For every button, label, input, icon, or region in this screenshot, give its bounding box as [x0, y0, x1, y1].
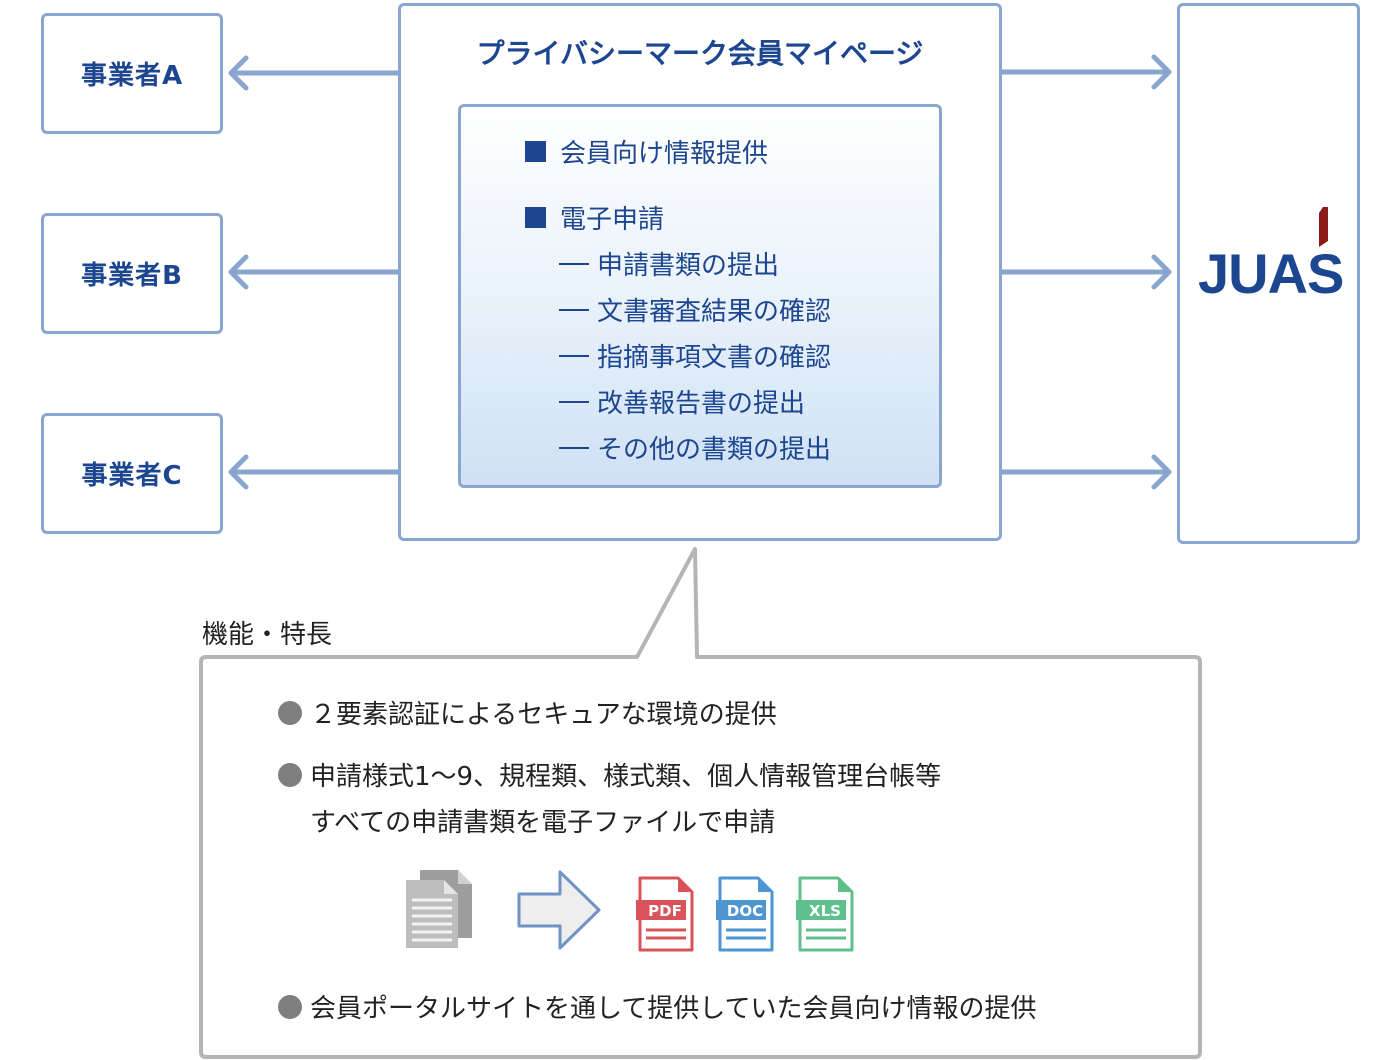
arrow-to-juas-middle	[999, 254, 1172, 290]
dash-icon	[559, 400, 589, 403]
portal-menu-panel: 会員向け情報提供 電子申請 申請書類の提出 文書審査結果の確認 指摘事項文書の確…	[458, 104, 942, 488]
square-bullet-icon	[525, 207, 546, 228]
business-a-box: 事業者A	[41, 13, 223, 134]
member-portal-box: プライバシーマーク会員マイページ 会員向け情報提供 電子申請 申請書類の提出 文…	[398, 3, 1002, 541]
arrow-to-juas-bottom	[999, 454, 1172, 490]
business-a-label: 事業者A	[80, 61, 184, 91]
business-c-label: 事業者C	[81, 461, 183, 491]
pdf-file-icon	[636, 876, 694, 952]
submenu-item: 改善報告書の提出	[559, 383, 805, 420]
arrow-to-business-b	[228, 254, 401, 290]
feature-item: 会員ポータルサイトを通して提供していた会員向け情報の提供	[278, 988, 1036, 1025]
dash-icon	[559, 308, 589, 311]
submenu-item-label: 文書審査結果の確認	[597, 297, 832, 327]
business-c-box: 事業者C	[41, 413, 223, 534]
submenu-item: 文書審査結果の確認	[559, 291, 831, 328]
feature-item: ２要素認証によるセキュアな環境の提供	[278, 694, 777, 731]
feature-item: 申請様式1〜9、規程類、様式類、個人情報管理台帳等	[278, 756, 941, 793]
juas-box: JUAS	[1177, 3, 1360, 544]
arrow-to-juas-top	[999, 54, 1172, 90]
submenu-item-label: 指摘事項文書の確認	[597, 343, 832, 373]
menu-item-e-application: 電子申請	[525, 199, 664, 236]
dash-icon	[559, 446, 589, 449]
square-bullet-icon	[525, 141, 546, 162]
circle-bullet-icon	[278, 700, 302, 725]
business-b-box: 事業者B	[41, 213, 223, 334]
xls-file-icon	[796, 876, 854, 952]
pdf-label: PDF	[648, 902, 682, 920]
convert-arrow-icon	[517, 870, 601, 950]
submenu-item: その他の書類の提出	[559, 429, 831, 466]
submenu-item-label: 改善報告書の提出	[597, 389, 806, 419]
doc-label: DOC	[726, 902, 764, 920]
doc-file-icon	[716, 876, 774, 952]
dash-icon	[559, 262, 589, 265]
submenu-item-label: 申請書類の提出	[597, 251, 780, 281]
feature-text: 申請様式1〜9、規程類、様式類、個人情報管理台帳等	[310, 762, 942, 792]
paper-documents-icon	[406, 870, 472, 948]
submenu-item: 申請書類の提出	[559, 245, 779, 282]
submenu-item: 指摘事項文書の確認	[559, 337, 831, 374]
menu-item-label: 会員向け情報提供	[560, 139, 769, 169]
document-conversion-illustration	[406, 870, 854, 952]
arrow-to-business-c	[228, 454, 401, 490]
feature-text: ２要素認証によるセキュアな環境の提供	[310, 700, 777, 730]
logo-accent-icon	[1319, 207, 1328, 247]
menu-item-member-info: 会員向け情報提供	[525, 133, 768, 170]
arrow-to-business-a	[228, 55, 401, 91]
menu-item-label: 電子申請	[560, 205, 665, 235]
circle-bullet-icon	[278, 762, 302, 787]
juas-logo: JUAS	[1198, 242, 1344, 305]
feature-text-continued: すべての申請書類を電子ファイルで申請	[310, 808, 776, 838]
business-b-label: 事業者B	[81, 261, 183, 291]
portal-title: プライバシーマーク会員マイページ	[476, 37, 924, 70]
dash-icon	[559, 354, 589, 357]
circle-bullet-icon	[278, 994, 302, 1019]
submenu-item-label: その他の書類の提出	[597, 435, 832, 465]
xls-label: XLS	[809, 902, 841, 920]
features-label: 機能・特長	[202, 620, 333, 650]
feature-text: 会員ポータルサイトを通して提供していた会員向け情報の提供	[310, 994, 1037, 1024]
